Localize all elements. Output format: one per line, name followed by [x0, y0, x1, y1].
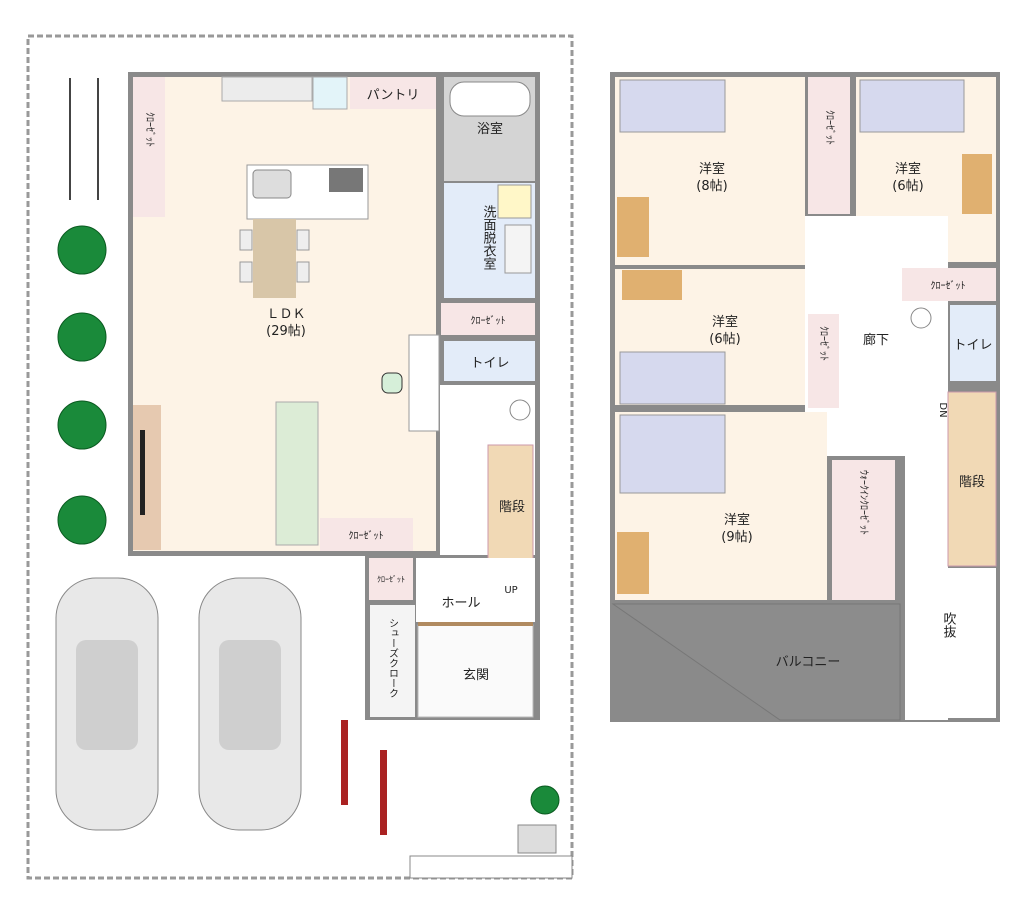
fridge: [312, 76, 348, 110]
chair-round: [381, 372, 403, 394]
shoes-cloak: [370, 605, 415, 717]
entrance-label: 玄関: [463, 668, 489, 683]
sink-icon: [252, 169, 292, 199]
bath-label: 浴室: [477, 121, 503, 137]
plant-icon: [530, 785, 560, 815]
desk: [962, 154, 992, 214]
hand-basin-icon: [509, 399, 531, 421]
floor-1: ｸﾛｰｾﾞｯﾄ パントリ ＬＤＫ (29帖) 浴室 洗面脱衣室 ｸﾛｰｾﾞｯﾄ …: [55, 72, 573, 879]
walk-in-closet: [832, 460, 895, 600]
closet-c: [808, 314, 839, 408]
toilet-1f: [444, 341, 535, 381]
entrance: [417, 624, 534, 718]
closet-small: [369, 558, 413, 600]
plant-icon: [57, 225, 107, 275]
balcony: [611, 603, 901, 721]
chair: [296, 229, 310, 251]
kitchen-back-counter: [221, 76, 313, 102]
room3-size: (6帖): [709, 332, 740, 347]
closet-a: [808, 77, 850, 214]
tv-board: [133, 405, 161, 550]
room2-label: 洋室: [895, 161, 921, 177]
plant-icon: [57, 495, 107, 545]
void: [905, 568, 996, 718]
dining-table: [253, 219, 296, 298]
room2-size: (6帖): [892, 179, 923, 194]
corridor-label: 廊下: [863, 332, 889, 348]
desk: [617, 532, 649, 594]
void-label: 吹抜: [941, 612, 957, 638]
stairs-2f[interactable]: [947, 391, 997, 567]
stove-icon: [329, 168, 363, 192]
stairs-2f-label: 階段: [959, 475, 985, 490]
shoes-cloak-label: シューズクローク: [387, 618, 399, 698]
bed: [619, 79, 726, 133]
bed: [619, 414, 726, 494]
tv-icon: [140, 430, 145, 515]
washing-machine: [497, 184, 532, 219]
toilet-2f: [950, 305, 996, 381]
bed: [859, 79, 965, 133]
chair: [239, 229, 253, 251]
counter: [408, 334, 440, 432]
closet-wash-label: ｸﾛｰｾﾞｯﾄ: [471, 315, 506, 327]
closet-left-label: ｸﾛｰｾﾞｯﾄ: [144, 112, 156, 147]
room1-size: (8帖): [696, 179, 727, 194]
stairs-1f[interactable]: [487, 444, 534, 581]
mailbox-icon: [517, 824, 557, 854]
bicycle-icon: [380, 750, 387, 835]
room4-size: (9帖): [721, 530, 752, 545]
wash-basin: [504, 224, 532, 274]
car-roof: [219, 640, 281, 750]
stairs-up-label: UP: [504, 585, 517, 596]
floor-2: 洋室 (8帖) ｸﾛｰｾﾞｯﾄ 洋室 (6帖) 廊下 ｸﾛｰｾﾞｯﾄ トイレ 洋…: [610, 72, 1000, 722]
closet-small-label: ｸﾛｰｾﾞｯﾄ: [377, 575, 405, 584]
hand-basin-icon: [910, 307, 932, 329]
room1-label: 洋室: [699, 161, 725, 177]
closet-left: [133, 77, 165, 217]
ldk-label: ＬＤＫ: [266, 307, 305, 322]
room4-label: 洋室: [724, 512, 750, 528]
desk: [617, 197, 649, 257]
hall: [416, 558, 535, 622]
bathtub-icon: [449, 81, 531, 117]
closet-bottom: [320, 518, 413, 551]
closet-b: [902, 268, 996, 301]
chair: [239, 261, 253, 283]
bed: [619, 351, 726, 405]
closet-c-label: ｸﾛｰｾﾞｯﾄ: [818, 326, 830, 361]
pantry: [350, 77, 436, 109]
stairs-1f-label: 階段: [499, 500, 525, 515]
toilet-1f-label: トイレ: [470, 356, 509, 371]
gate: [409, 855, 573, 879]
closet-bottom-label: ｸﾛｰｾﾞｯﾄ: [349, 530, 384, 542]
desk: [622, 270, 682, 300]
closet-b-label: ｸﾛｰｾﾞｯﾄ: [931, 280, 966, 292]
plant-icon: [57, 400, 107, 450]
wic-label: ｳｫｰｸｲﾝｸﾛｰｾﾞｯﾄ: [858, 470, 870, 535]
closet-a-label: ｸﾛｰｾﾞｯﾄ: [824, 110, 836, 145]
room3-label: 洋室: [712, 314, 738, 330]
car-roof: [76, 640, 138, 750]
entrance-step: [418, 622, 533, 626]
plant-icon: [57, 312, 107, 362]
bicycle-icon: [341, 720, 348, 805]
balcony-label: バルコニー: [776, 655, 841, 670]
site-boundary: [26, 34, 574, 880]
chair: [296, 261, 310, 283]
pantry-label: パントリ: [367, 88, 420, 103]
hall-label: ホール: [441, 596, 480, 611]
closet-wash: [441, 303, 535, 335]
washroom-label: 洗面脱衣室: [481, 205, 497, 270]
stairs-dn-label: DN: [937, 402, 948, 417]
sofa: [275, 401, 319, 546]
ldk-size: (29帖): [266, 324, 306, 339]
toilet-2f-label: トイレ: [953, 338, 992, 353]
